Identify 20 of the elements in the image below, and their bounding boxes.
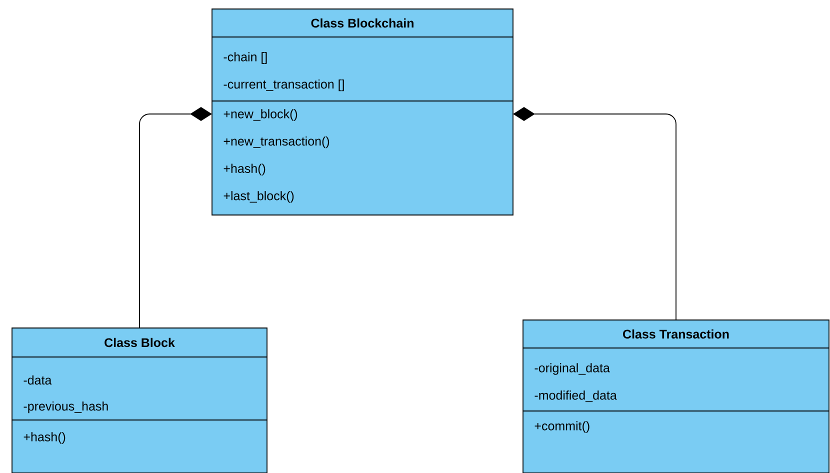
attribute-text: -chain [] [224, 52, 267, 64]
class-title: Class Transaction [623, 329, 729, 339]
attribute-text: -modified_data [534, 390, 617, 402]
class-box [212, 8, 514, 216]
class-title: Class Blockchain [311, 18, 414, 28]
class-box [12, 328, 268, 473]
method-text: +last_block() [224, 191, 294, 203]
composition-connector [139, 107, 212, 328]
attribute-text: -previous_hash [24, 401, 108, 414]
method-text: +commit() [534, 421, 590, 433]
composition-connector [513, 107, 676, 320]
attribute-text: -data [24, 375, 52, 385]
class-box [522, 320, 830, 473]
method-text: +new_block() [224, 109, 298, 121]
method-text: +new_transaction() [224, 136, 330, 148]
attribute-text: -original_data [534, 363, 610, 375]
method-text: +hash() [224, 164, 266, 176]
attribute-text: -current_transaction [] [224, 79, 344, 92]
method-text: +hash() [24, 432, 66, 444]
class-title: Class Block [104, 338, 175, 348]
